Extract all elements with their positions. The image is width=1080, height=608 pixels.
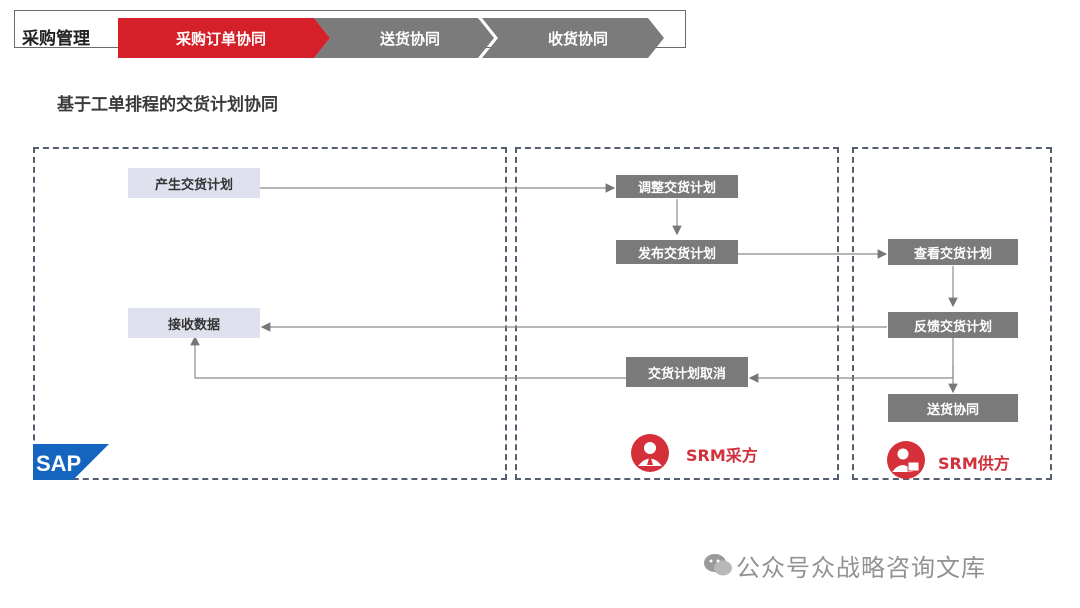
node-publish-plan: 发布交货计划 (616, 240, 738, 264)
breadcrumb-chevrons (118, 18, 664, 58)
step-chevron-3 (482, 18, 664, 58)
supplier-system-label: SRM供方 (938, 454, 1010, 473)
sap-panel (33, 147, 507, 480)
svg-text:SAP: SAP (36, 451, 81, 476)
watermark-text: 公众号众战略咨询文库 (736, 554, 986, 582)
wechat-icon (704, 554, 732, 576)
node-generate-plan: 产生交货计划 (128, 168, 260, 198)
node-adjust-plan: 调整交货计划 (616, 175, 738, 198)
step-delivery[interactable]: 送货协同 (379, 29, 440, 48)
sap-logo-icon: SAP (33, 444, 109, 480)
step-receiving[interactable]: 收货协同 (547, 29, 608, 48)
node-delivery-collab: 送货协同 (888, 394, 1018, 422)
buyer-avatar-icon (631, 434, 669, 472)
step-purchase-order[interactable]: 采购订单协同 (175, 29, 266, 48)
buyer-system-label: SRM采方 (686, 446, 758, 465)
step-chevron-2 (314, 18, 494, 58)
srm-supplier-panel (852, 147, 1052, 480)
node-receive-data: 接收数据 (128, 308, 260, 338)
arrow-supplier-to-cancel (748, 366, 954, 383)
node-feedback-plan: 反馈交货计划 (888, 312, 1018, 338)
module-title: 采购管理 (22, 29, 90, 49)
step-chevron-active (118, 18, 330, 58)
node-cancel-plan: 交货计划取消 (626, 357, 748, 387)
srm-buyer-panel (515, 147, 839, 480)
arrow-cancel-to-receive (190, 335, 626, 379)
node-view-plan: 查看交货计划 (888, 239, 1018, 265)
supplier-avatar-icon (887, 441, 925, 479)
page-title: 基于工单排程的交货计划协同 (57, 95, 278, 115)
